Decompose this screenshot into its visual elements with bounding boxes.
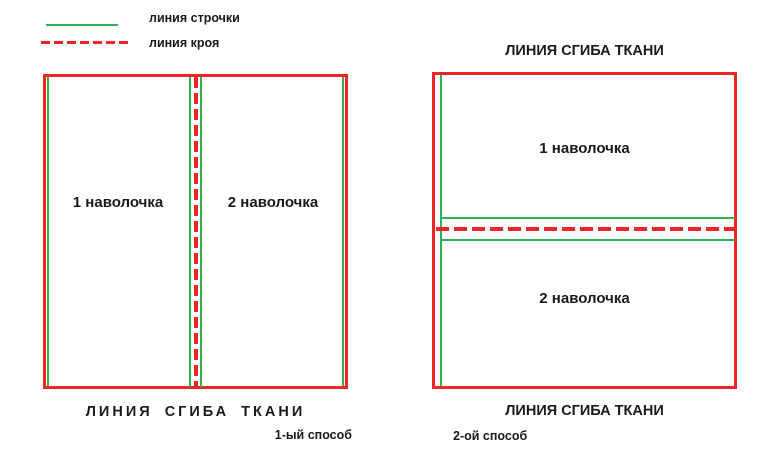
method2-cut-line-middle <box>436 227 734 231</box>
stitch-line-label: линия строчки <box>149 11 240 25</box>
method2-pillowcase1-label: 1 наволочка <box>539 140 630 157</box>
method2-top-fold-caption: ЛИНИЯ СГИБА ТКАНИ <box>505 43 664 59</box>
method1-stitch-line-center-right <box>200 77 202 387</box>
method2-stitch-line-upper <box>442 217 735 219</box>
method1-stitch-line-left <box>47 77 49 386</box>
method2-fabric-outline <box>432 72 737 389</box>
method2-pillowcase2-label: 2 наволочка <box>539 290 630 307</box>
cut-line-swatch <box>41 41 129 44</box>
method1-pillowcase2-label: 2 наволочка <box>227 194 319 211</box>
method1-fabric-outline <box>43 74 348 389</box>
method2-stitch-line-lower <box>442 239 735 241</box>
method2-caption: 2-ой способ <box>453 429 528 443</box>
method1-pillowcase1-label: 1 наволочка <box>72 194 164 211</box>
stitch-line-swatch <box>46 24 118 26</box>
cut-line-label: линия кроя <box>149 36 220 50</box>
method1-cut-line-center <box>194 77 198 387</box>
method1-fold-caption: ЛИНИЯ СГИБА ТКАНИ <box>85 404 306 420</box>
method1-stitch-line-center-left <box>189 77 191 387</box>
method1-caption: 1-ый способ <box>274 428 352 442</box>
method1-stitch-line-right <box>342 77 344 386</box>
method2-fold-caption: ЛИНИЯ СГИБА ТКАНИ <box>505 403 664 419</box>
